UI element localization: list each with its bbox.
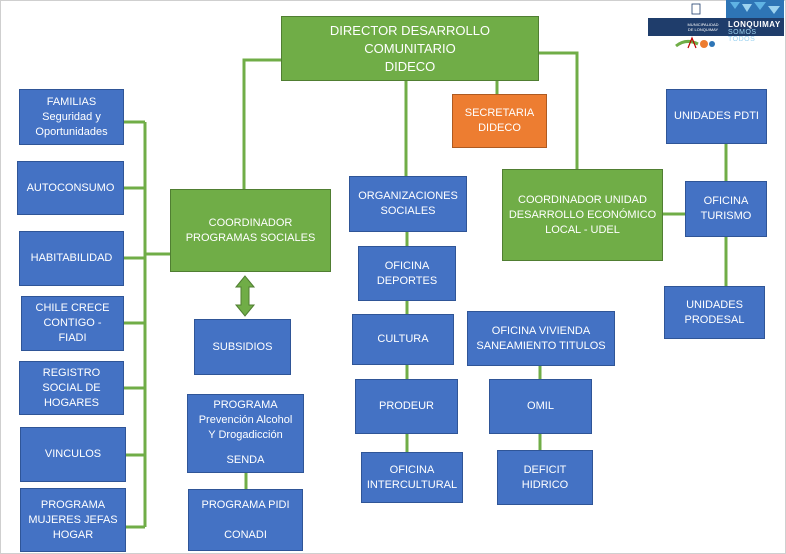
programa-senda-subtitle: SENDA	[226, 454, 265, 466]
coordinador-udel-box: COORDINADOR UNIDAD DESARROLLO ECONÓMICO …	[502, 169, 663, 261]
programa-pidi-subtitle: CONADI	[224, 529, 267, 541]
subsidios-label: SUBSIDIOS	[212, 340, 273, 353]
center-item-label: OFICINA INTERCULTURAL	[366, 463, 458, 491]
left-item-mujeres-jefas: PROGRAMA MUJERES JEFAS HOGAR	[20, 488, 126, 552]
municipality-logo: MUNICIPALIDAD DE LONQUIMAY LONQUIMAY SOM…	[648, 0, 784, 52]
center-item-deportes: OFICINA DEPORTES	[358, 246, 456, 301]
programa-pidi-box: PROGRAMA PIDI CONADI	[188, 489, 303, 551]
vivienda-item-label: OFICINA VIVIENDA SANEAMIENTO TITULOS	[476, 324, 606, 352]
left-item-chile-crece: CHILE CRECE CONTIGO - FIADI	[21, 296, 124, 351]
center-item-intercultural: OFICINA INTERCULTURAL	[361, 452, 463, 503]
coordinador-sociales-label: COORDINADOR PROGRAMAS SOCIALES	[185, 216, 316, 244]
vivienda-item-label: OMIL	[527, 400, 554, 412]
logo-name: LONQUIMAY	[728, 20, 781, 29]
left-item-familias: FAMILIAS Seguridad y Oportunidades	[19, 89, 124, 145]
left-item-registro-social: REGISTRO SOCIAL DE HOGARES	[19, 361, 124, 415]
right-item-turismo: OFICINA TURISMO	[685, 181, 767, 237]
secretaria-box: SECRETARIA DIDECO	[452, 94, 547, 148]
left-item-label: CHILE CRECE CONTIGO - FIADI	[35, 302, 110, 344]
secretaria-label: SECRETARIA DIDECO	[464, 107, 535, 134]
left-item-autoconsumo: AUTOCONSUMO	[17, 161, 124, 215]
programa-senda-title: PROGRAMA Prevención Alcohol Y Drogadicci…	[198, 399, 293, 441]
center-item-label: PRODEUR	[378, 400, 434, 412]
coordinador-udel-label: COORDINADOR UNIDAD DESARROLLO ECONÓMICO …	[508, 193, 657, 236]
programa-pidi-title: PROGRAMA PIDI	[201, 499, 290, 511]
center-item-label: ORGANIZACIONES SOCIALES	[358, 190, 458, 217]
center-item-label: CULTURA	[377, 333, 429, 345]
director-subtitle: DIDECO	[384, 59, 436, 74]
director-box: DIRECTOR DESARROLLO COMUNITARIO DIDECO	[281, 16, 539, 81]
vivienda-item-deficit: DEFICIT HIDRICO	[497, 450, 593, 505]
left-item-label: HABITABILIDAD	[30, 252, 113, 264]
right-item-prodesal: UNIDADES PRODESAL	[664, 286, 765, 339]
connector-director-sociales	[242, 58, 281, 190]
left-item-habitabilidad: HABITABILIDAD	[19, 231, 124, 286]
left-item-vinculos: VINCULOS	[20, 427, 126, 482]
left-item-label: REGISTRO SOCIAL DE HOGARES	[42, 366, 101, 409]
vivienda-item-omil: OMIL	[489, 379, 592, 434]
logo-graphic	[648, 0, 784, 49]
center-item-organizaciones: ORGANIZACIONES SOCIALES	[349, 176, 467, 232]
logo-slogan: SOMOS TODOS	[728, 29, 757, 43]
left-item-label: FAMILIAS Seguridad y Oportunidades	[35, 95, 108, 138]
subsidios-box: SUBSIDIOS	[194, 319, 291, 375]
double-headed-vertical-arrow-icon	[234, 275, 256, 317]
left-item-label: VINCULOS	[44, 448, 102, 460]
right-item-label: UNIDADES PRODESAL	[684, 298, 745, 326]
director-title: DIRECTOR DESARROLLO COMUNITARIO	[329, 23, 491, 56]
right-item-pdti: UNIDADES PDTI	[666, 89, 767, 144]
right-item-label: UNIDADES PDTI	[674, 110, 759, 122]
left-item-label: PROGRAMA MUJERES JEFAS HOGAR	[28, 498, 118, 541]
right-item-label: OFICINA TURISMO	[700, 195, 752, 222]
center-item-prodeur: PRODEUR	[355, 379, 458, 434]
connector-director-udel	[538, 51, 579, 170]
programa-senda-box: PROGRAMA Prevención Alcohol Y Drogadicci…	[187, 394, 304, 473]
center-item-cultura: CULTURA	[352, 314, 454, 365]
vivienda-item-oficina: OFICINA VIVIENDA SANEAMIENTO TITULOS	[467, 311, 615, 366]
coordinador-sociales-box: COORDINADOR PROGRAMAS SOCIALES	[170, 189, 331, 272]
vivienda-item-label: DEFICIT HIDRICO	[521, 463, 569, 491]
logo-municipality-text: MUNICIPALIDAD DE LONQUIMAY	[687, 22, 719, 32]
left-item-label: AUTOCONSUMO	[26, 181, 115, 194]
center-item-label: OFICINA DEPORTES	[376, 259, 438, 287]
